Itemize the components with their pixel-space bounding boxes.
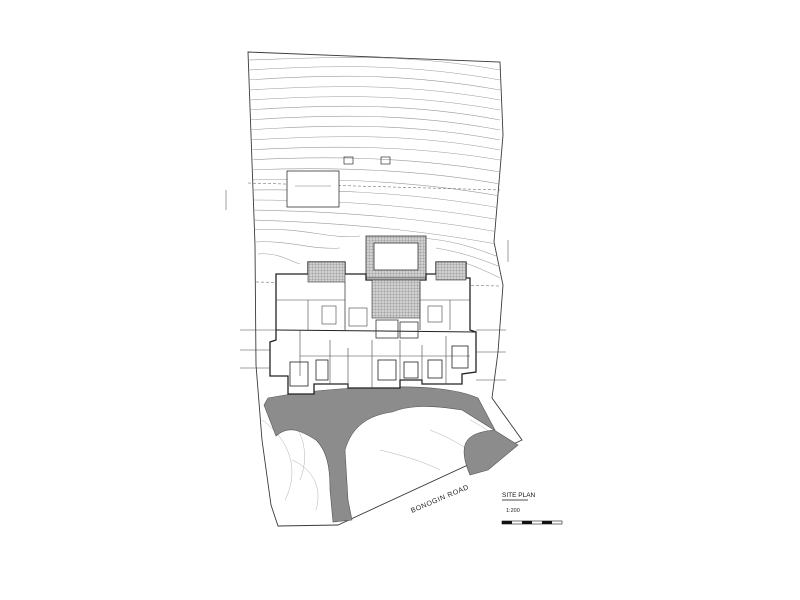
small-structure	[380, 156, 391, 165]
scale-bar	[501, 520, 563, 525]
lot-boundary	[247, 51, 523, 527]
contour-lines	[248, 57, 501, 279]
driveway	[263, 386, 519, 523]
drawing-scale: 1:200	[506, 508, 520, 514]
small-structure	[343, 156, 354, 165]
title-block: SITE PLAN 1:200	[501, 492, 563, 525]
drawing-title: SITE PLAN	[502, 492, 536, 499]
outbuilding	[286, 170, 340, 208]
pool	[373, 242, 419, 271]
dimension-marks	[225, 190, 509, 381]
house-footprint	[269, 261, 477, 395]
road-name: BONOGIN ROAD	[410, 484, 470, 515]
